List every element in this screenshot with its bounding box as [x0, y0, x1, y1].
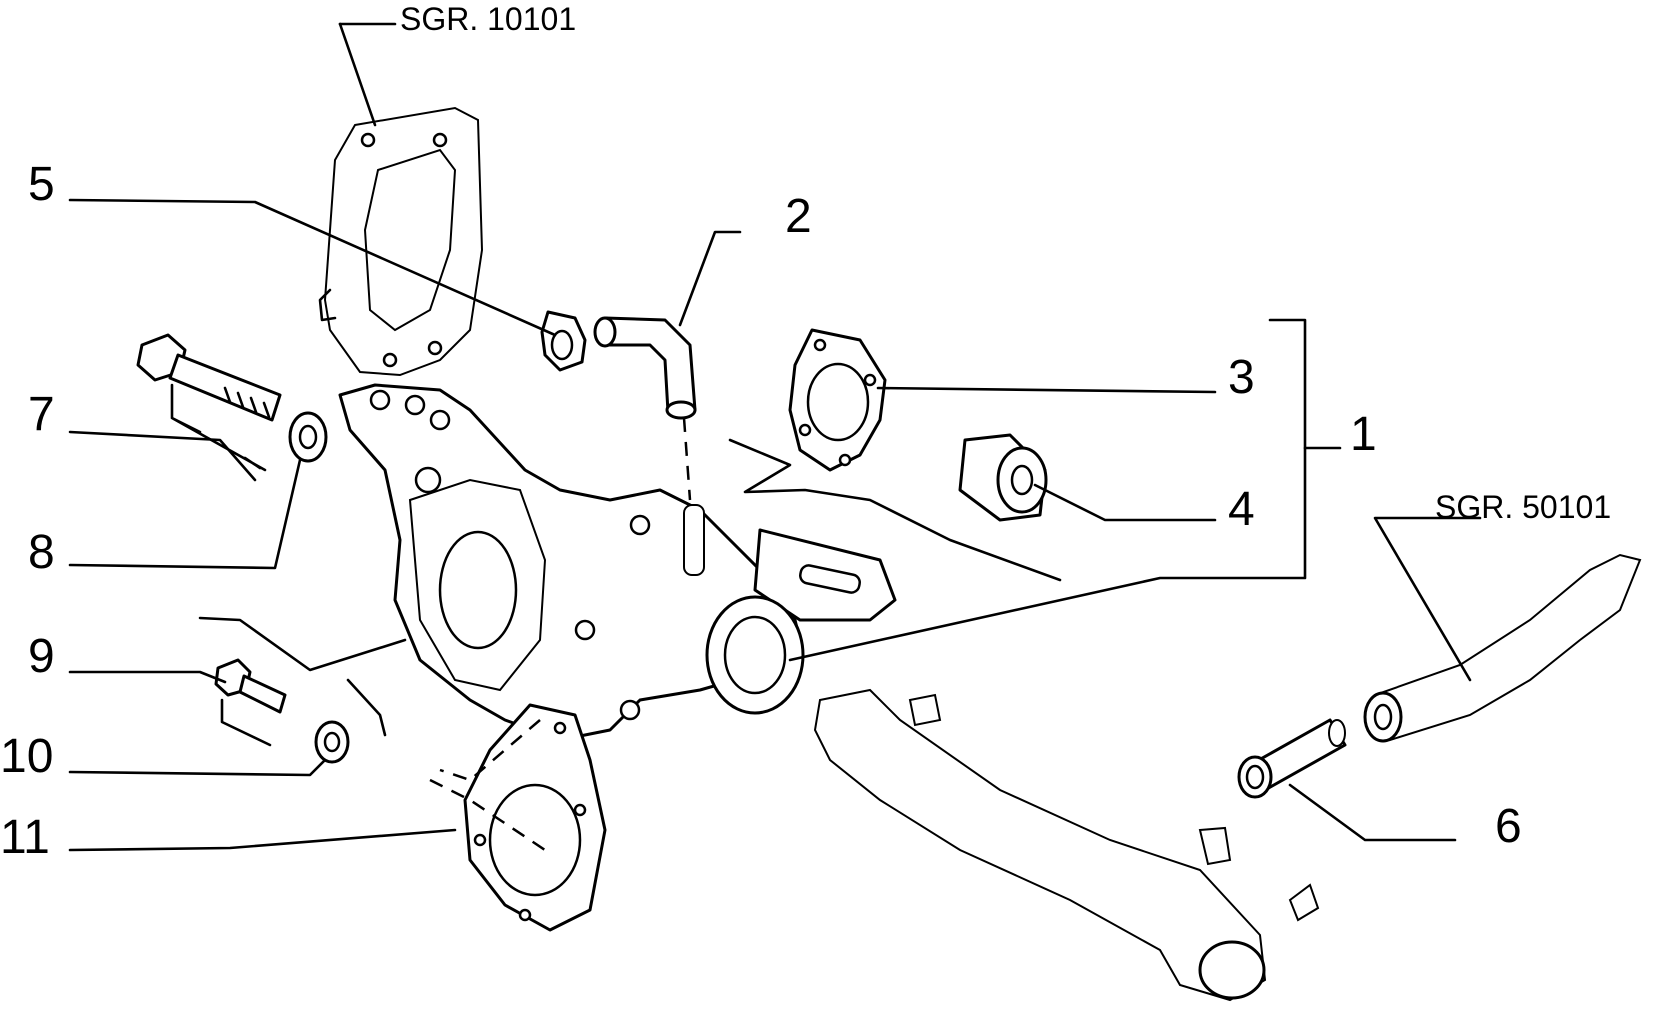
flange-dashline	[429, 719, 546, 852]
callout-9: 9	[28, 630, 55, 683]
callout-6: 6	[1495, 800, 1522, 853]
lower-pipe-reference-part	[813, 688, 1320, 1002]
gasket-plate	[788, 328, 887, 472]
callout-7: 7	[28, 388, 55, 441]
leader-lines	[68, 22, 1482, 852]
short-bolt	[214, 658, 287, 747]
long-bolt	[136, 333, 282, 472]
flange-gasket	[463, 703, 607, 932]
coolant-hose-reference-part	[1363, 553, 1642, 743]
callout-10: 10	[0, 730, 53, 783]
washer	[288, 411, 328, 463]
callout-3: 3	[1228, 351, 1255, 404]
pump-housing-assembly	[338, 383, 897, 742]
impeller-cap	[958, 433, 1048, 522]
callout-1: 1	[1350, 408, 1377, 461]
hose-clamp	[540, 310, 587, 372]
upper-reference-label: SGR. 10101	[400, 1, 576, 37]
right-reference-label: SGR. 50101	[1435, 489, 1611, 525]
hose-assembly-dashline	[682, 417, 692, 501]
callout-5: 5	[28, 158, 55, 211]
short-pipe	[1237, 718, 1347, 799]
small-bent-hose	[593, 316, 697, 420]
callout-8: 8	[28, 526, 55, 579]
upper-housing-reference-part	[318, 106, 484, 377]
callout-11: 11	[0, 811, 50, 864]
callout-4: 4	[1228, 483, 1255, 536]
callout-2: 2	[785, 190, 812, 243]
small-nut	[314, 720, 350, 764]
